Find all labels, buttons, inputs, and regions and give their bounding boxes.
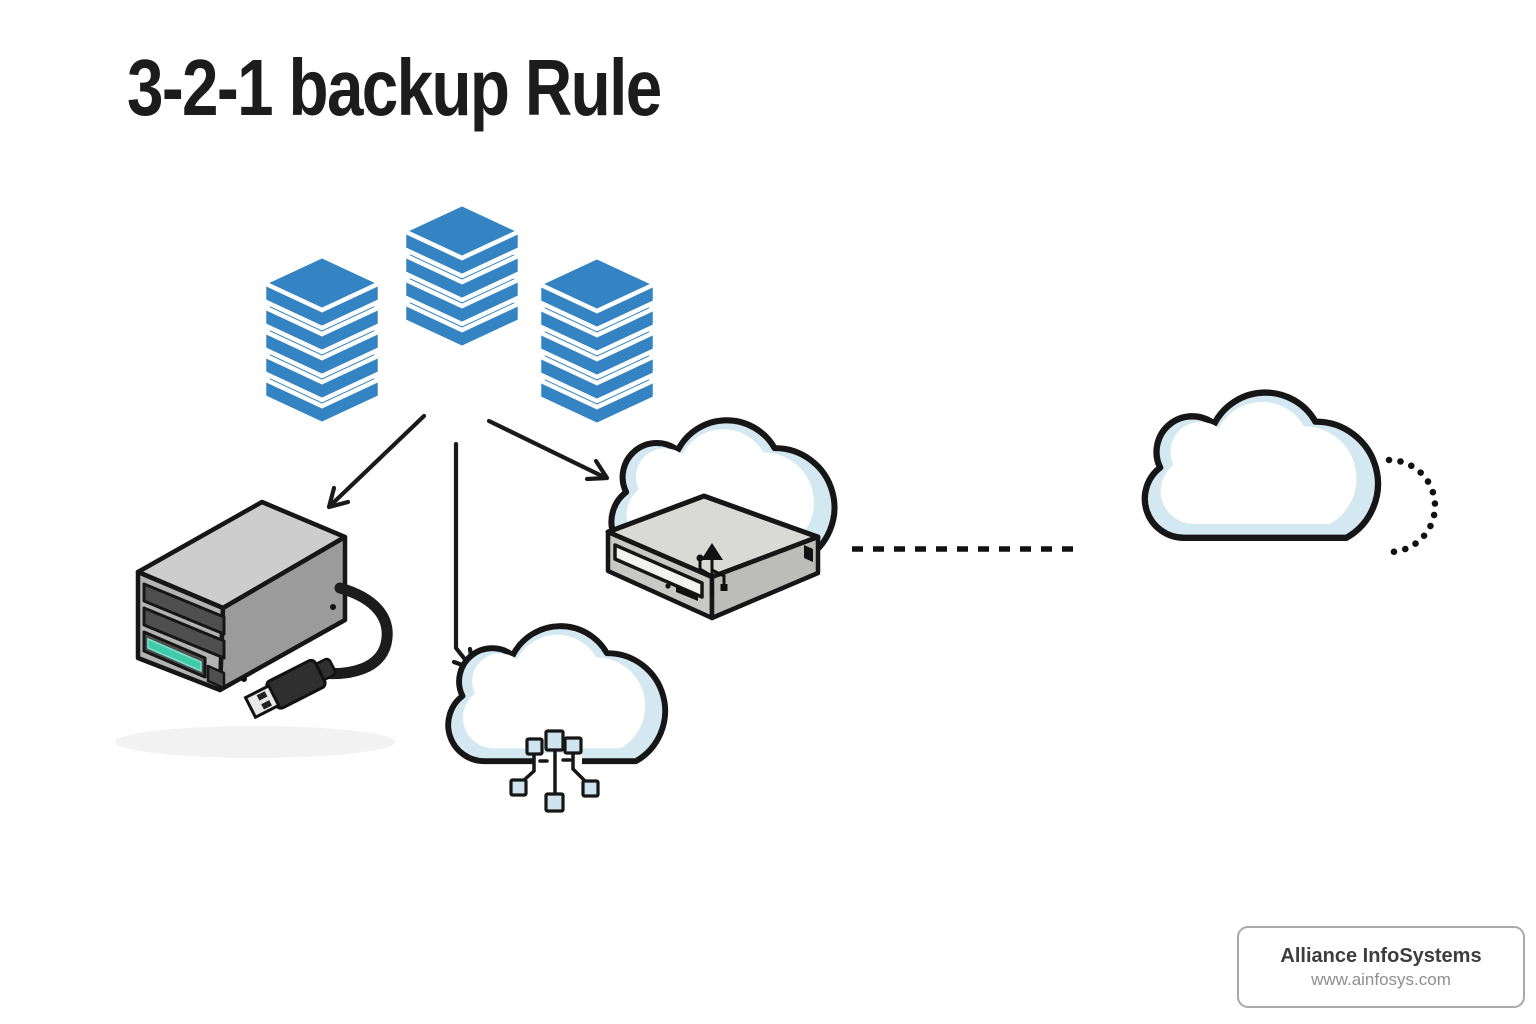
drive-bay-slot-1 xyxy=(142,582,226,636)
network-cloud-icon xyxy=(448,626,665,813)
drive-shadow xyxy=(115,726,395,758)
arrow-to-usb-drive xyxy=(486,418,610,482)
database-stack-icon-right xyxy=(539,257,655,425)
drive-screw-right xyxy=(330,604,336,610)
network-nodes xyxy=(509,729,600,813)
brand-name: Alliance InfoSystems xyxy=(1280,945,1482,967)
drive-side-face xyxy=(217,534,348,693)
usb-plug xyxy=(243,657,337,720)
usb-plug-tip xyxy=(243,683,281,720)
arrow-to-network-cloud xyxy=(451,441,476,672)
database-stack-icon-center xyxy=(404,204,520,348)
dotted-sync-arc xyxy=(1385,456,1439,556)
database-stack-icon-left xyxy=(264,256,380,424)
nas-tray-dot xyxy=(665,583,671,589)
brand-card: Alliance InfoSystems www.ainfosys.com xyxy=(1237,926,1525,1008)
nas-side-face xyxy=(709,534,821,621)
nas-port xyxy=(804,545,813,562)
external-hard-drive-icon xyxy=(115,499,395,758)
usb-symbol-icon xyxy=(696,543,728,597)
drive-button xyxy=(206,664,226,690)
arrow-to-external-drive xyxy=(326,413,427,510)
page-title: 3-2-1 backup Rule xyxy=(127,43,662,132)
usb-cable xyxy=(314,582,393,680)
drive-status-strip xyxy=(147,637,202,673)
drive-screw-bottom xyxy=(241,676,247,682)
nas-tray-slot xyxy=(613,543,704,599)
brand-url: www.ainfosys.com xyxy=(1311,970,1451,989)
offsite-cloud-icon xyxy=(1145,393,1378,538)
usb-backup-drive-icon xyxy=(605,420,834,621)
nas-tray-latch xyxy=(676,586,698,601)
drive-bay-slot-2 xyxy=(142,606,226,660)
